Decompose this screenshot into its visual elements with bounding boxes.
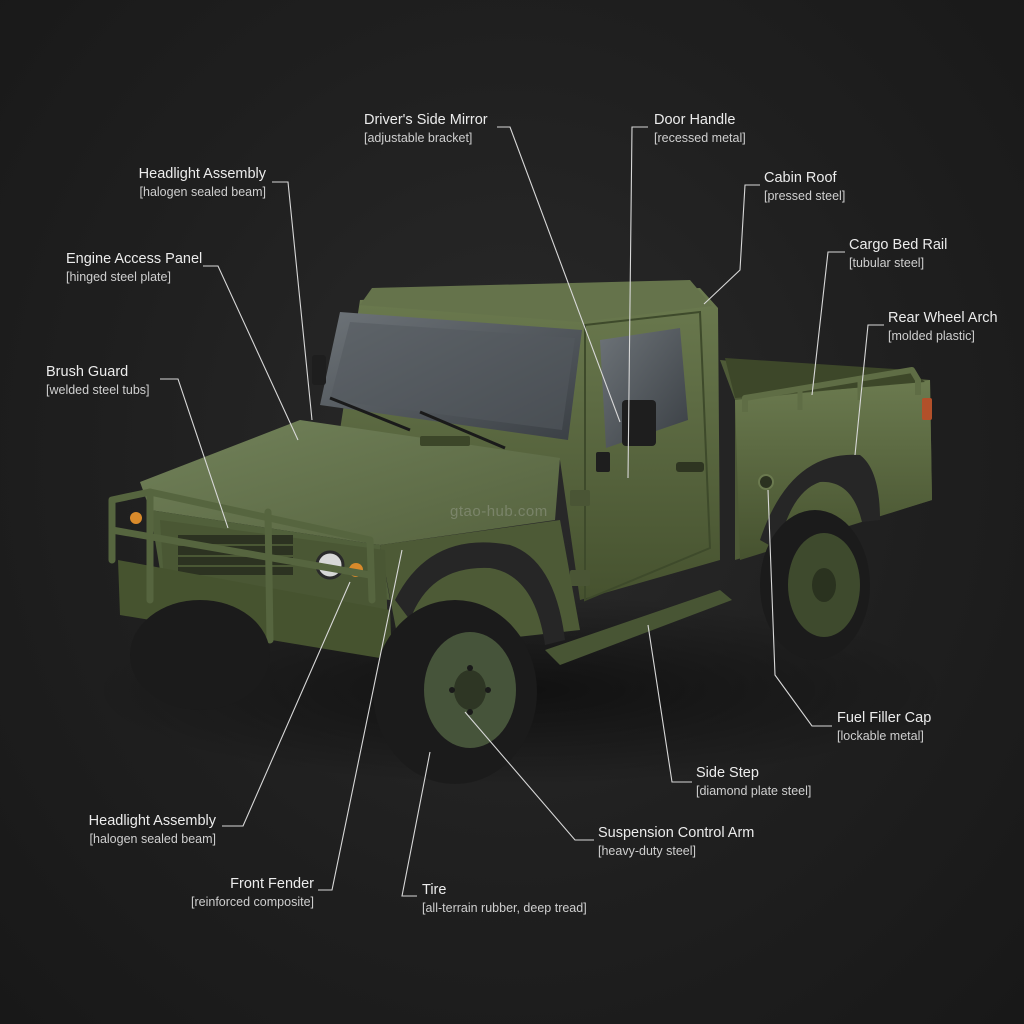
callout-name: Tire	[422, 882, 447, 898]
cargo-bed-rail-shape	[742, 367, 921, 412]
callout-spec: [halogen sealed beam]	[139, 184, 266, 199]
callout-brush-guard: Brush Guard [welded steel tubs]	[46, 364, 150, 397]
leader-fuel-filler-cap	[767, 489, 832, 727]
callout-name: Driver's Side Mirror	[364, 112, 488, 128]
leader-lines	[160, 126, 884, 897]
callout-rear-wheel-arch: Rear Wheel Arch [molded plastic]	[888, 310, 998, 343]
callout-spec: [all-terrain rubber, deep tread]	[422, 900, 587, 915]
callout-side-step: Side Step [diamond plate steel]	[696, 765, 811, 798]
callout-spec: [molded plastic]	[888, 328, 975, 343]
callout-engine-access-panel: Engine Access Panel [hinged steel plate]	[66, 251, 202, 284]
callout-spec: [hinged steel plate]	[66, 269, 171, 284]
callout-spec: [heavy-duty steel]	[598, 843, 696, 858]
front-right-wheel	[130, 600, 270, 710]
callout-spec: [halogen sealed beam]	[89, 831, 216, 846]
callout-spec: [tubular steel]	[849, 255, 925, 270]
callout-suspension-control-arm: Suspension Control Arm [heavy-duty steel…	[598, 825, 754, 858]
side-step-shape	[545, 590, 732, 665]
callout-front-fender: Front Fender [reinforced composite]	[168, 876, 314, 909]
callout-name: Side Step	[696, 765, 759, 781]
callout-name: Cabin Roof	[764, 170, 837, 186]
cabin-roof-shape	[360, 280, 712, 322]
callout-cabin-roof: Cabin Roof [pressed steel]	[764, 170, 845, 203]
leader-tire	[401, 751, 431, 897]
callout-headlight-top: Headlight Assembly [halogen sealed beam]	[126, 166, 266, 199]
callout-spec: [lockable metal]	[837, 728, 924, 743]
leader-rear-wheel-arch	[854, 324, 884, 456]
leader-engine-access-panel	[203, 265, 299, 441]
door-handle-shape	[676, 462, 704, 472]
front-wheel	[373, 600, 537, 784]
callout-door-handle: Door Handle [recessed metal]	[654, 112, 746, 145]
mirror-shape	[622, 400, 656, 446]
callout-spec: [reinforced composite]	[191, 894, 314, 909]
callout-name: Rear Wheel Arch	[888, 310, 998, 326]
callout-name: Suspension Control Arm	[598, 825, 755, 841]
rear-wheel	[760, 510, 870, 660]
callout-name: Headlight Assembly	[88, 813, 216, 829]
brush-guard-shape	[108, 488, 376, 644]
leader-headlight-top	[272, 181, 313, 421]
leader-door-handle	[627, 126, 648, 479]
callout-name: Brush Guard	[46, 364, 129, 380]
front-fender-shape	[395, 542, 565, 645]
callout-drivers-side-mirror: Driver's Side Mirror [adjustable bracket…	[364, 112, 488, 145]
fuel-filler-cap-shape	[758, 474, 774, 490]
callout-spec: [adjustable bracket]	[364, 130, 473, 145]
callout-name: Fuel Filler Cap	[837, 710, 932, 726]
callout-spec: [diamond plate steel]	[696, 783, 812, 798]
leader-drivers-side-mirror	[497, 126, 621, 423]
leader-front-fender	[318, 549, 403, 891]
callout-headlight-bottom: Headlight Assembly [halogen sealed beam]	[76, 813, 216, 846]
leader-brush-guard	[160, 378, 229, 529]
leader-headlight-bottom	[222, 581, 351, 827]
callout-spec: [recessed metal]	[654, 130, 746, 145]
rear-wheel-arch-shape	[760, 454, 880, 550]
callout-spec: [welded steel tubs]	[46, 382, 150, 397]
callout-name: Front Fender	[230, 876, 314, 892]
callout-cargo-bed-rail: Cargo Bed Rail [tubular steel]	[849, 237, 947, 270]
leader-suspension-control-arm	[464, 711, 594, 841]
callout-tire: Tire [all-terrain rubber, deep tread]	[422, 882, 587, 915]
callout-spec: [pressed steel]	[764, 188, 846, 203]
callout-name: Door Handle	[654, 112, 736, 128]
leader-cabin-roof	[703, 184, 760, 305]
watermark-text: gtao-hub.com	[450, 503, 548, 520]
leader-side-step	[647, 624, 692, 783]
callout-fuel-filler-cap: Fuel Filler Cap [lockable metal]	[837, 710, 931, 743]
cabin	[312, 280, 720, 602]
callout-name: Engine Access Panel	[66, 251, 203, 267]
callout-name: Cargo Bed Rail	[849, 237, 948, 253]
callout-name: Headlight Assembly	[138, 166, 266, 182]
leader-cargo-bed-rail	[811, 251, 845, 396]
